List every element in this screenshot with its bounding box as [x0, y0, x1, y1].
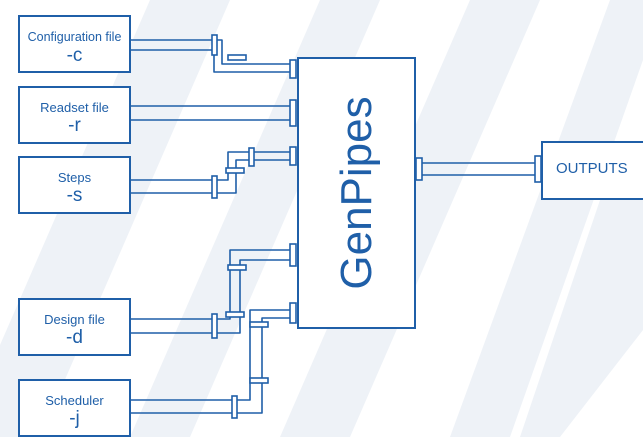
pipe-config	[131, 39, 290, 73]
outputs-box: OUTPUTS	[541, 141, 643, 200]
input-label: Readset file	[40, 100, 109, 115]
pipe-readset	[131, 105, 290, 121]
input-label: Scheduler	[45, 393, 104, 408]
genpipes-core-box: GenPipes	[297, 57, 416, 329]
input-label: Configuration file	[27, 30, 122, 44]
core-title: GenPipes	[331, 96, 381, 290]
input-label: Design file	[44, 312, 105, 327]
input-flag: -r	[68, 115, 81, 136]
input-steps: Steps -s	[18, 156, 131, 214]
pipe-design	[131, 249, 290, 334]
pipe-scheduler	[131, 309, 290, 414]
input-scheduler: Scheduler -j	[18, 379, 131, 437]
pipe-output	[416, 162, 535, 176]
input-label: Steps	[57, 170, 92, 185]
input-flag: -d	[66, 327, 83, 348]
outputs-label: OUTPUTS	[556, 160, 628, 177]
input-design-file: Design file -d	[18, 298, 131, 356]
input-flag: -j	[69, 408, 80, 429]
input-flag: -c	[66, 45, 83, 66]
input-flag: -s	[66, 185, 83, 206]
input-readset-file: Readset file -r	[18, 86, 131, 144]
input-configuration-file: Configuration file -c	[18, 15, 131, 73]
pipe-steps	[131, 151, 290, 194]
